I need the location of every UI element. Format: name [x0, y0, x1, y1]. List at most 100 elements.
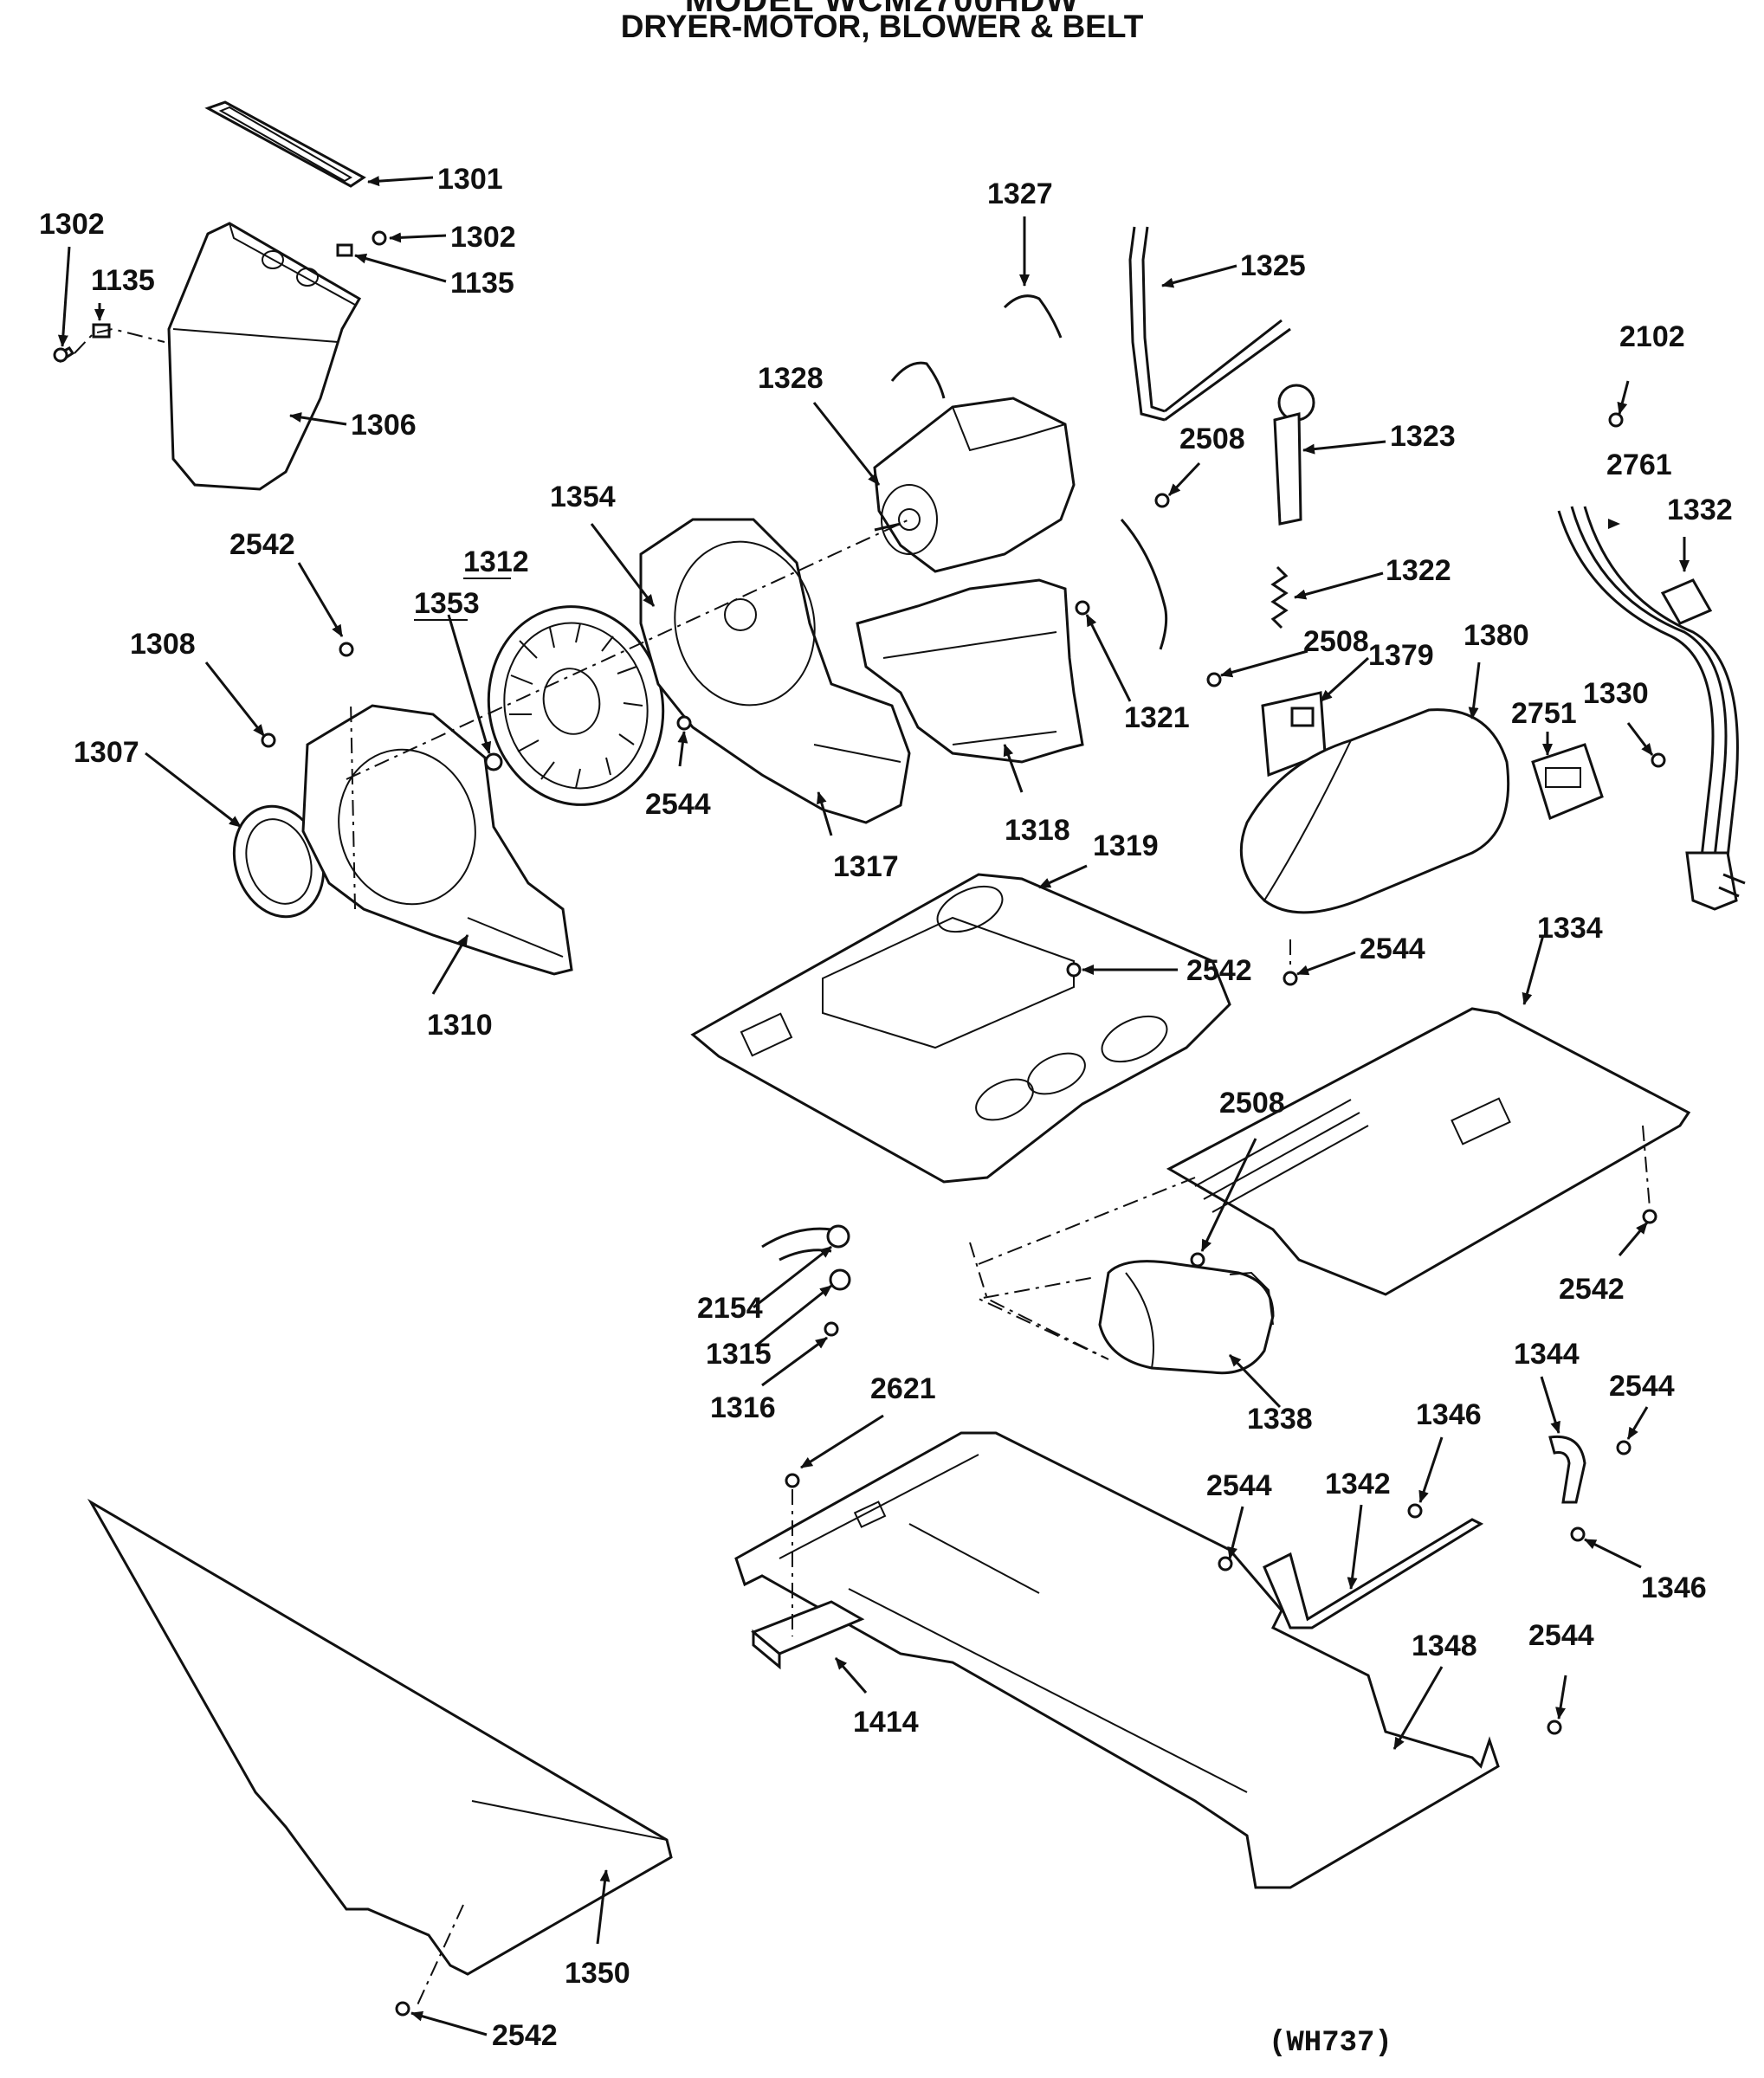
- screw-2102: [1608, 412, 1624, 428]
- callout-2542-c: 2542: [1559, 1273, 1625, 1306]
- callout-2544-d: 2544: [1206, 1469, 1272, 1502]
- callout-1302-right: 1302: [450, 221, 516, 254]
- callout-1344: 1344: [1514, 1338, 1580, 1371]
- callout-1323: 1323: [1390, 420, 1456, 453]
- screw-1308: [261, 732, 276, 748]
- terminal-block-2751: [1531, 743, 1604, 821]
- callout-1334: 1334: [1537, 912, 1603, 945]
- bracket-1344: [1548, 1435, 1586, 1504]
- callout-1317: 1317: [833, 850, 899, 883]
- strain-relief-1332: [1660, 578, 1713, 625]
- callout-2751: 2751: [1511, 697, 1577, 730]
- clip-1135-right: [336, 243, 353, 257]
- callout-1346-a: 1346: [1416, 1398, 1482, 1431]
- assembly-line-8: [1642, 1125, 1651, 1209]
- gasket-1301: [204, 100, 366, 188]
- callout-1350: 1350: [565, 1957, 630, 1990]
- base-plate-1319: [690, 873, 1231, 1184]
- screw-2544-e: [1547, 1720, 1562, 1735]
- screw-2544-b: [1283, 971, 1298, 986]
- screw-2508-a: [1154, 493, 1170, 508]
- callout-2154: 2154: [697, 1292, 763, 1325]
- callout-1312: 1312: [463, 545, 529, 578]
- callout-2102: 2102: [1619, 320, 1685, 353]
- callout-1380: 1380: [1464, 619, 1529, 652]
- assembly-line-2: [346, 519, 910, 780]
- section-title: DRYER-MOTOR, BLOWER & BELT: [620, 9, 1144, 44]
- duct-1306: [167, 222, 362, 491]
- power-cord-2761: [1557, 506, 1746, 911]
- callout-2544-c: 2544: [1609, 1370, 1675, 1403]
- screw-1346-b: [1570, 1526, 1586, 1542]
- panel-1334: [1166, 1007, 1691, 1296]
- callout-1346-b: 1346: [1641, 1571, 1707, 1604]
- callout-2542-d: 2542: [492, 2019, 558, 2052]
- callout-2621: 2621: [870, 1372, 936, 1405]
- bracket-1379: [1261, 691, 1327, 778]
- callout-2761: 2761: [1606, 449, 1672, 481]
- screw-1302-right: [372, 230, 387, 246]
- screw-1321: [1075, 600, 1090, 616]
- screw-2542-a: [339, 642, 354, 657]
- duct-elbow-1338: [1098, 1260, 1275, 1375]
- screw-2544-a: [676, 715, 692, 731]
- callout-1302-left: 1302: [39, 208, 105, 241]
- rail-1342: [1263, 1518, 1484, 1629]
- screw-2508-b: [1206, 672, 1222, 687]
- callout-1319: 1319: [1093, 829, 1159, 862]
- callout-1315: 1315: [706, 1338, 772, 1371]
- callout-1354: 1354: [550, 481, 616, 513]
- callout-2544-b: 2544: [1360, 933, 1425, 965]
- callout-1327: 1327: [987, 177, 1053, 210]
- callout-1328: 1328: [758, 362, 824, 395]
- callout-1135-left: 1135: [91, 264, 155, 297]
- callout-1310: 1310: [427, 1009, 493, 1042]
- screw-2542-c: [1642, 1209, 1657, 1224]
- motor-1328: [873, 397, 1076, 573]
- screw-2544-d: [1218, 1556, 1233, 1571]
- callout-1342: 1342: [1325, 1468, 1391, 1500]
- belt-link: [1120, 519, 1168, 650]
- callout-1316: 1316: [710, 1391, 776, 1424]
- assembly-line-4: [978, 1177, 1196, 1265]
- callout-2508-b: 2508: [1303, 625, 1369, 658]
- rod-1325: [1128, 226, 1291, 422]
- assembly-line-7: [415, 1904, 464, 2010]
- assembly-line-3: [969, 1242, 1109, 1360]
- spring-1322: [1270, 565, 1289, 629]
- callout-1353: 1353: [414, 587, 480, 620]
- callout-1414: 1414: [853, 1706, 919, 1739]
- callout-1325: 1325: [1240, 249, 1306, 282]
- blower-housing-1310: [301, 704, 573, 976]
- thermostat-2154: [761, 1224, 851, 1291]
- screw-2508-c: [1190, 1252, 1205, 1268]
- screw-2542-d: [395, 2001, 410, 2017]
- callout-2542-a: 2542: [229, 528, 295, 561]
- screw-1346-a: [1407, 1503, 1423, 1519]
- callout-1348: 1348: [1412, 1629, 1477, 1662]
- callout-2544-e: 2544: [1528, 1619, 1594, 1652]
- cover-1380: [1239, 708, 1510, 914]
- callout-1332: 1332: [1667, 494, 1733, 526]
- callout-1318: 1318: [1005, 814, 1070, 847]
- panel-1350: [87, 1498, 673, 1976]
- callout-1379: 1379: [1368, 639, 1434, 672]
- callout-1135-right: 1135: [450, 267, 514, 300]
- screw-1330: [1651, 752, 1666, 768]
- callout-1330: 1330: [1583, 677, 1649, 710]
- callout-2508-c: 2508: [1219, 1087, 1285, 1120]
- blower-housing-rear-1317: [639, 518, 911, 824]
- callout-2544-a: 2544: [645, 788, 711, 821]
- callout-1307: 1307: [74, 736, 139, 769]
- callout-2542-b: 2542: [1186, 954, 1252, 987]
- base-1348: [734, 1431, 1500, 1889]
- screw-2544-c: [1616, 1440, 1632, 1455]
- assembly-line-1: [350, 700, 356, 910]
- screw-1316: [824, 1321, 839, 1337]
- screw-2542-b: [1066, 962, 1082, 978]
- callout-1322: 1322: [1386, 554, 1451, 587]
- callout-1306: 1306: [351, 409, 417, 442]
- callout-1308: 1308: [130, 628, 196, 661]
- figure-code: (WH737): [1269, 2027, 1392, 2060]
